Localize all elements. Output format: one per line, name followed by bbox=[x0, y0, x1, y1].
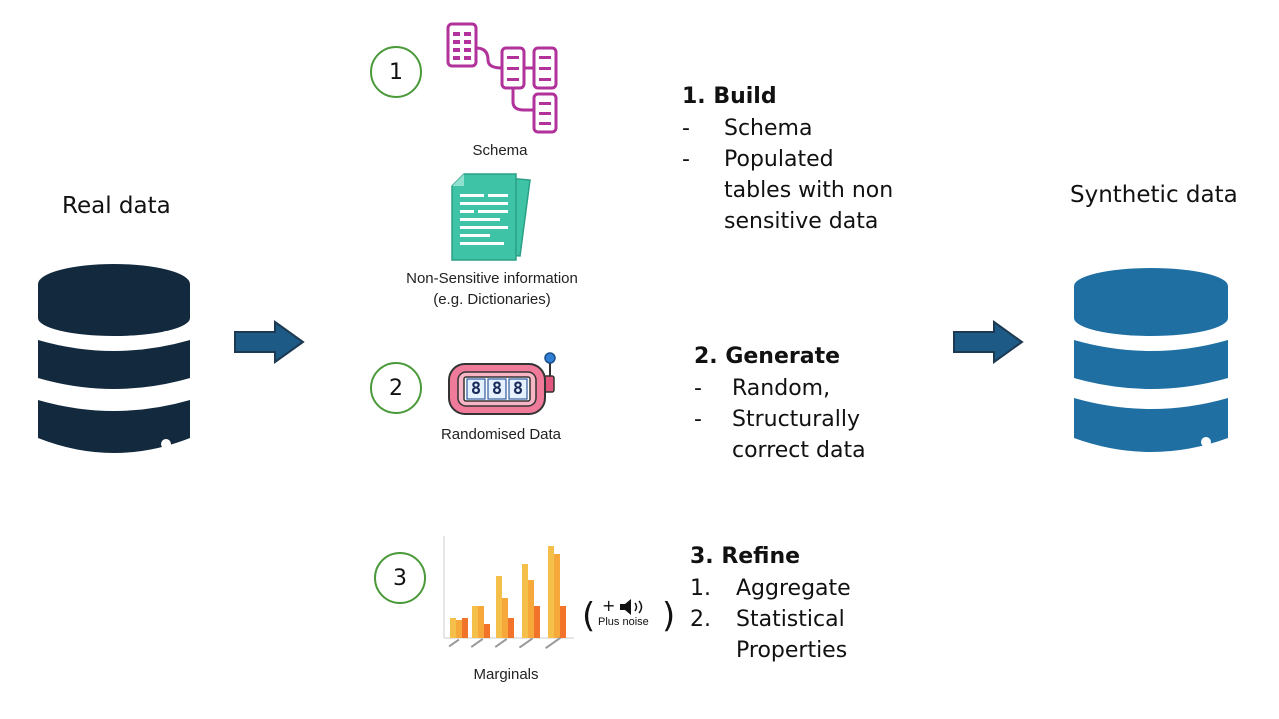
list-text: tables with non bbox=[724, 178, 894, 203]
list-text: sensitive data bbox=[724, 209, 879, 234]
step-1-heading: 1. Build bbox=[682, 84, 777, 109]
caption-line-1: Non-Sensitive information bbox=[406, 270, 578, 287]
arrow-right-icon bbox=[953, 320, 1024, 364]
list-marker: 2. bbox=[690, 607, 711, 632]
real-data-label: Real data bbox=[62, 193, 171, 219]
slot-digit: 8 bbox=[491, 379, 503, 399]
marginals-caption: Marginals bbox=[473, 666, 539, 683]
list-text: Populated bbox=[724, 147, 834, 172]
list-text: Properties bbox=[736, 638, 848, 663]
slot-digit: 8 bbox=[512, 379, 524, 399]
list-text: correct data bbox=[732, 438, 866, 463]
list-text: Statistical bbox=[736, 607, 845, 632]
list-marker: - bbox=[682, 147, 690, 172]
list-item: 2. Statistical Properties bbox=[690, 604, 851, 666]
list-marker: - bbox=[694, 376, 702, 401]
close-paren: ) bbox=[662, 596, 676, 636]
list-item: 1. Aggregate bbox=[690, 573, 851, 604]
list-marker: - bbox=[682, 116, 690, 141]
step-3-circle: 3 bbox=[374, 552, 426, 604]
synthetic-database-icon bbox=[1074, 268, 1228, 452]
synthetic-data-label: Synthetic data bbox=[1070, 182, 1238, 208]
list-marker: 1. bbox=[690, 576, 711, 601]
bar-chart-icon bbox=[443, 536, 574, 649]
step-3-text: 3. Refine 1. Aggregate 2. Statistical Prop… bbox=[690, 544, 851, 666]
step-3-heading: 3. Refine bbox=[690, 544, 801, 569]
speaker-icon bbox=[620, 599, 643, 615]
step-1-text: 1. Build - Schema - Populated tables with … bbox=[682, 84, 893, 237]
slot-machine-icon: 8 8 8 bbox=[446, 350, 562, 420]
document-icon bbox=[451, 173, 531, 261]
plus-noise-badge: ( + Plus noise ) bbox=[582, 596, 676, 642]
list-item: - Schema bbox=[682, 113, 893, 144]
list-text: Aggregate bbox=[736, 576, 851, 601]
step-2-heading: 2. Generate bbox=[694, 344, 841, 369]
list-marker: - bbox=[694, 407, 702, 432]
list-text: Schema bbox=[724, 116, 813, 141]
step-1-circle: 1 bbox=[370, 46, 422, 98]
arrow-right-icon bbox=[234, 320, 305, 364]
list-item: - Random, bbox=[694, 373, 866, 404]
plus-symbol: + bbox=[602, 596, 616, 615]
real-database-icon bbox=[38, 264, 190, 453]
step-2-text: 2. Generate - Random, - Structurally corre… bbox=[694, 344, 866, 466]
schema-icon bbox=[446, 22, 558, 134]
randomised-caption: Randomised Data bbox=[440, 426, 562, 443]
open-paren: ( bbox=[582, 596, 596, 636]
list-item: - Structurally correct data bbox=[694, 404, 866, 466]
non-sensitive-caption: Non-Sensitive information (e.g. Dictiona… bbox=[392, 270, 592, 308]
plus-noise-caption: Plus noise bbox=[598, 616, 649, 628]
step-2-circle: 2 bbox=[370, 362, 422, 414]
slot-digit: 8 bbox=[470, 379, 482, 399]
caption-line-2: (e.g. Dictionaries) bbox=[433, 291, 551, 308]
list-item: - Populated tables with non sensitive dat… bbox=[682, 144, 893, 237]
list-text: Structurally bbox=[732, 407, 861, 432]
schema-caption: Schema bbox=[472, 142, 528, 159]
list-text: Random, bbox=[732, 376, 831, 401]
